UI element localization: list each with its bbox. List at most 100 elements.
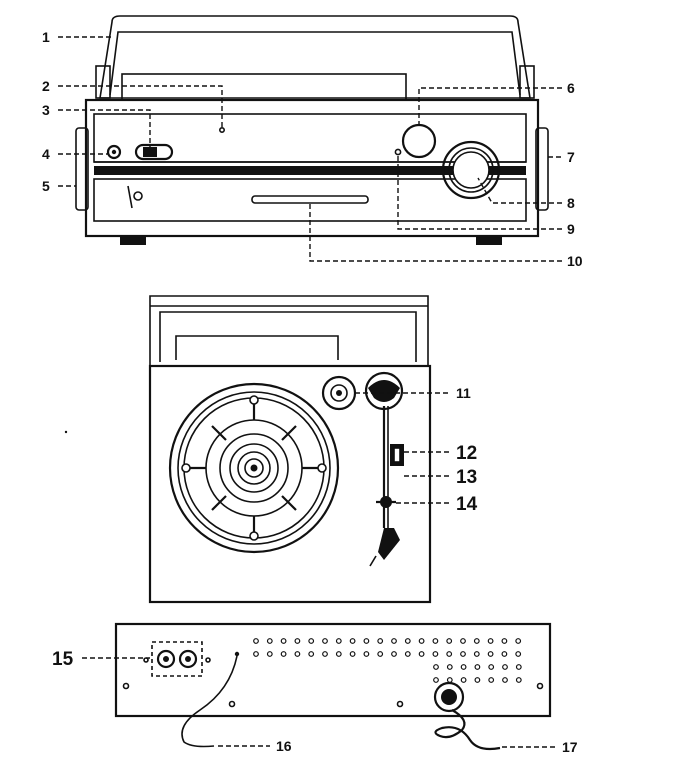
callout-14: 14 xyxy=(456,494,478,515)
ventilation-holes xyxy=(253,638,522,683)
vent-hole xyxy=(474,677,481,683)
callout-8: 8 xyxy=(567,195,575,211)
vent-hole xyxy=(391,651,397,657)
tuning-dial xyxy=(441,140,501,200)
rear-callout-labels: 15 16 17 xyxy=(52,649,578,755)
vent-hole xyxy=(253,638,259,644)
vent-hole xyxy=(418,651,425,657)
top-callout-lines xyxy=(355,392,450,504)
vent-hole xyxy=(446,664,453,670)
callout-11: 11 xyxy=(456,385,471,401)
vent-hole xyxy=(308,638,315,644)
vent-hole xyxy=(473,651,480,657)
vent-hole xyxy=(488,664,495,670)
callout-17: 17 xyxy=(562,739,578,755)
vent-hole xyxy=(502,664,508,670)
power-cord xyxy=(434,709,501,751)
vent-hole xyxy=(280,651,287,657)
vent-hole xyxy=(460,677,467,683)
fm-antenna-point xyxy=(234,651,240,657)
fm-antenna-wire xyxy=(181,655,238,748)
callout-1: 1 xyxy=(42,29,50,45)
function-slide-switch xyxy=(134,143,174,161)
vent-hole xyxy=(266,638,273,644)
indicator-hole xyxy=(219,127,226,134)
callout-6: 6 xyxy=(567,80,575,96)
vent-hole xyxy=(308,651,315,657)
power-cord-socket xyxy=(433,681,465,713)
vent-hole xyxy=(432,638,439,644)
vent-hole xyxy=(377,651,384,657)
vent-hole xyxy=(404,638,411,644)
callout-13: 13 xyxy=(456,467,477,488)
vent-hole xyxy=(349,651,356,657)
vent-hole xyxy=(460,664,467,670)
vent-hole xyxy=(432,651,439,657)
vent-hole xyxy=(515,651,522,657)
vent-hole xyxy=(391,638,397,644)
platter xyxy=(168,382,340,554)
foot-left xyxy=(120,236,146,245)
dust-cover-lid xyxy=(99,15,531,99)
front-body xyxy=(84,98,540,238)
vent-hole xyxy=(294,651,301,657)
callout-9: 9 xyxy=(567,221,575,237)
vent-hole xyxy=(515,638,522,644)
vent-hole xyxy=(418,638,425,644)
callout-16: 16 xyxy=(276,738,292,754)
vent-hole xyxy=(473,638,480,644)
vent-hole xyxy=(322,638,328,644)
cd-slot xyxy=(251,195,369,204)
rca-right-jack-icon xyxy=(178,649,198,669)
vent-hole xyxy=(446,651,453,657)
headphone-jack-icon xyxy=(106,144,122,160)
vent-hole xyxy=(433,677,439,683)
vent-hole xyxy=(488,677,495,683)
vent-hole xyxy=(335,638,342,644)
rca-left-jack-icon xyxy=(156,649,176,669)
rear-callout-lines xyxy=(82,657,556,748)
callout-2: 2 xyxy=(42,78,50,94)
callout-4: 4 xyxy=(42,146,50,162)
vent-hole xyxy=(280,638,287,644)
vent-hole xyxy=(460,651,466,657)
top-body xyxy=(148,364,432,604)
vent-hole xyxy=(487,651,494,657)
power-led xyxy=(394,148,402,156)
vent-hole xyxy=(335,651,342,657)
vent-hole xyxy=(446,677,453,683)
cartridge xyxy=(378,528,400,560)
vent-hole xyxy=(487,638,494,644)
vent-hole xyxy=(363,638,370,644)
volume-knob xyxy=(401,123,437,159)
vent-hole xyxy=(253,651,259,657)
vent-hole xyxy=(501,651,508,657)
vent-hole xyxy=(474,664,481,670)
vent-hole xyxy=(363,651,370,657)
rear-panel xyxy=(114,622,552,718)
rear-view xyxy=(114,622,552,751)
front-callout-labels: 1 2 3 4 5 6 7 8 9 10 xyxy=(42,29,583,269)
vent-hole xyxy=(349,638,356,644)
vent-hole xyxy=(501,638,508,644)
vent-hole xyxy=(322,651,328,657)
vent-hole xyxy=(433,664,439,670)
top-view xyxy=(148,295,432,604)
front-callout-lines xyxy=(58,36,562,262)
door-screw xyxy=(133,191,143,201)
callout-5: 5 xyxy=(42,178,50,194)
callout-12: 12 xyxy=(456,443,477,464)
callout-10: 10 xyxy=(567,253,583,269)
vent-hole xyxy=(446,638,453,644)
vent-hole xyxy=(294,638,301,644)
vent-hole xyxy=(502,677,508,683)
front-view xyxy=(75,15,549,245)
callout-7: 7 xyxy=(567,149,575,165)
rca-output-frame xyxy=(151,641,203,677)
vent-hole xyxy=(460,638,466,644)
callout-3: 3 xyxy=(42,102,50,118)
open-lid xyxy=(149,295,429,366)
front-band xyxy=(94,166,526,175)
vent-hole xyxy=(515,664,522,670)
